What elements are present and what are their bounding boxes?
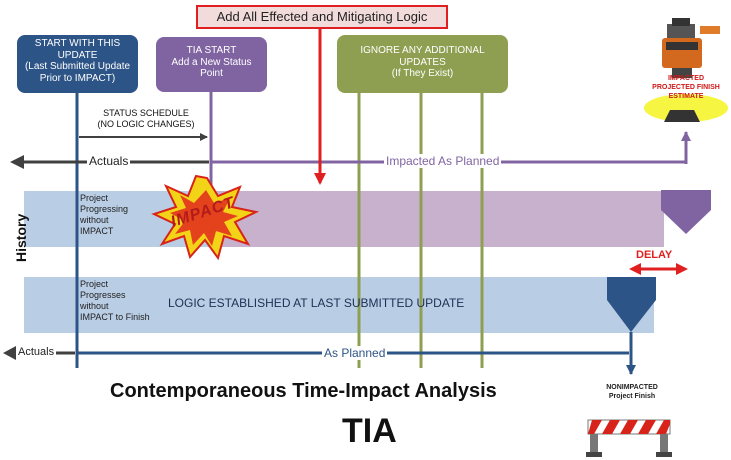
- start-box-line-4: Prior to IMPACT): [39, 72, 116, 84]
- actuals-bottom-arrowhead: [3, 346, 16, 360]
- actuals-bottom-label: Actuals: [16, 346, 57, 358]
- status-schedule-line-2: (NO LOGIC CHANGES): [97, 119, 195, 129]
- logic-established-label: LOGIC ESTABLISHED AT LAST SUBMITTED UPDA…: [168, 296, 465, 310]
- nonimpacted-finish-line-1: NONIMPACTED: [606, 384, 658, 391]
- delay-arrow-right: [676, 263, 688, 275]
- top-callout: Add All Effected and Mitigating Logic: [196, 5, 448, 29]
- as-planned-label: As Planned: [322, 346, 388, 360]
- band-lower-label: Project Progresses without IMPACT to Fin…: [80, 279, 150, 323]
- nonimpacted-finish-line-2: Project Finish: [608, 393, 656, 400]
- ignore-line-3-text: (If They Exist): [391, 68, 454, 79]
- tia-start-line-3: Point: [200, 68, 223, 79]
- impacted-finish-milestone: [661, 190, 711, 234]
- status-schedule-label: STATUS SCHEDULE (NO LOGIC CHANGES): [82, 108, 210, 130]
- delay-arrow-left: [629, 263, 641, 275]
- impacted-finish-line-3: ESTIMATE: [668, 93, 704, 100]
- actuals-top-arrowhead: [10, 155, 24, 169]
- impacted-as-planned-label: Impacted As Planned: [384, 154, 502, 168]
- tia-start-box: TIA START Add a New Status Point: [156, 37, 267, 92]
- band-lower-line-2: Progresses: [80, 290, 126, 300]
- status-schedule-line-1: STATUS SCHEDULE: [103, 108, 189, 118]
- band-upper-line-3: without: [80, 215, 109, 225]
- impact-starburst-inner: [170, 190, 238, 246]
- ignore-updates-box: IGNORE ANY ADDITIONAL UPDATES (If They E…: [337, 35, 508, 93]
- diagram-subtitle: TIA: [342, 412, 397, 450]
- band-lower: [24, 277, 654, 333]
- road-barrier-icon: [586, 419, 672, 457]
- band-lower-line-3: without: [80, 301, 109, 311]
- nonimpacted-finish-label: NONIMPACTED Project Finish: [592, 383, 672, 401]
- band-lower-line-4: IMPACT to Finish: [80, 312, 150, 322]
- ignore-line-1-text: IGNORE ANY ADDITIONAL: [360, 45, 485, 56]
- start-update-box: START WITH THIS UPDATE (Last Submitted U…: [17, 35, 138, 93]
- ignore-line-2-text: UPDATES: [399, 56, 446, 68]
- tamper-machine-icon: [644, 18, 728, 122]
- delay-label: DELAY: [636, 249, 673, 261]
- diagram-title: Contemporaneous Time-Impact Analysis: [110, 380, 497, 402]
- band-upper-line-1: Project: [80, 193, 109, 203]
- band-lower-line-1: Project: [80, 279, 109, 289]
- tia-start-line-1: TIA START: [186, 45, 237, 56]
- band-upper-line-4: IMPACT: [80, 226, 114, 236]
- impacted-finish-line-2: PROJECTED FINISH: [652, 84, 720, 91]
- start-box-line-2: UPDATE: [57, 49, 98, 61]
- start-box-line-3: (Last Submitted Update: [24, 61, 131, 72]
- planned-finish-milestone: [607, 277, 656, 332]
- impacted-finish-label: IMPACTED PROJECTED FINISH ESTIMATE: [646, 74, 726, 101]
- start-box-line-1: START WITH THIS: [34, 38, 121, 49]
- actuals-top-label: Actuals: [87, 154, 131, 168]
- band-upper-line-2: Progressing: [80, 204, 129, 214]
- band-upper-label: Project Progressing without IMPACT: [80, 193, 128, 237]
- tia-start-line-2: Add a New Status: [171, 56, 252, 68]
- history-label: History: [13, 213, 29, 262]
- impacted-finish-line-1: IMPACTED: [667, 75, 705, 82]
